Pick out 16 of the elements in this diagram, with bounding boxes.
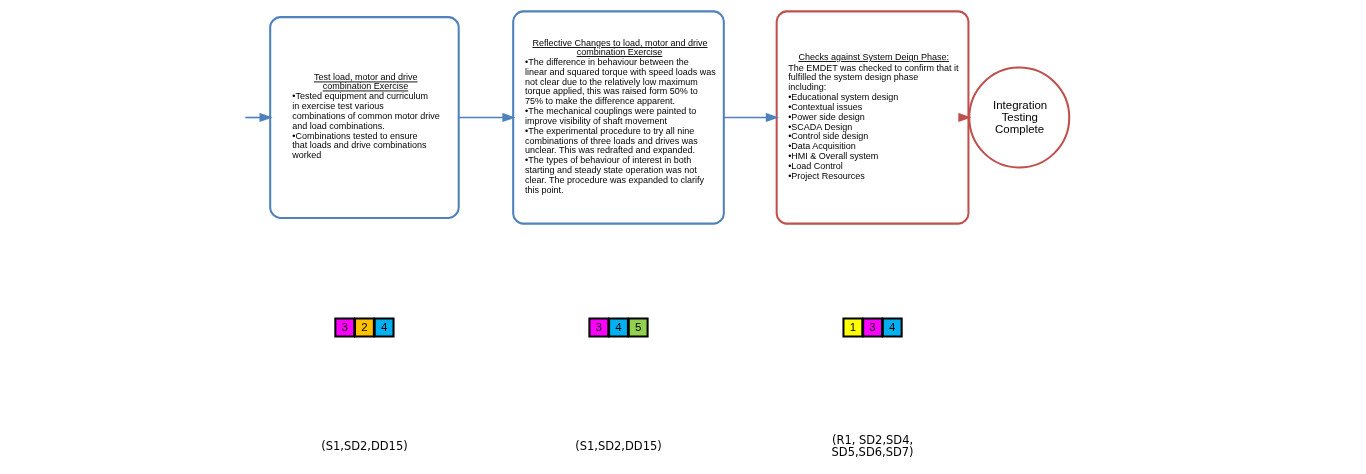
node-box: 3 [862,317,883,338]
label: (R1, SD2,SD4, SD5,SD6,SD7) [831,432,914,460]
node-box: 4 [881,317,903,338]
node-box: 4 [373,317,395,338]
label: (S1,SD2,DD15) [575,439,662,454]
node-box: 3 [588,317,610,338]
node-box: 5 [627,317,649,338]
arrow [723,112,779,123]
node-box: 3 [334,317,356,338]
node-box: 4 [608,317,629,338]
label: (S1,SD2,DD15) [321,439,408,454]
node-box: Test load, motor and drive combination Exercise •Tested equipment and curriculum in exercise test various combinations of common motor drive and load combinations. •Combinations tested to ensure that loads and drive combinations worked [269,16,460,219]
node-box: Reflective Changes to load, motor and drive combination Exercise •The difference in behaviour between the linear and squared torque with speed loads was not clear due to the relatively low maximum torque applied, this was raised form 50% to 75% to make the difference apparent. •The mechanical couplings were painted to improve visibility of shaft movement •The experimental procedure to try all nine combinations of three loads and drives was unclear. This was redrafted and expanded. •The types of behaviour of interest in both starting and steady state operation was not clear. The procedure was expanded to clarify this point. [512,10,725,225]
node-box: 2 [354,317,375,338]
arrow [457,112,516,123]
node-box: 1 [842,317,864,338]
